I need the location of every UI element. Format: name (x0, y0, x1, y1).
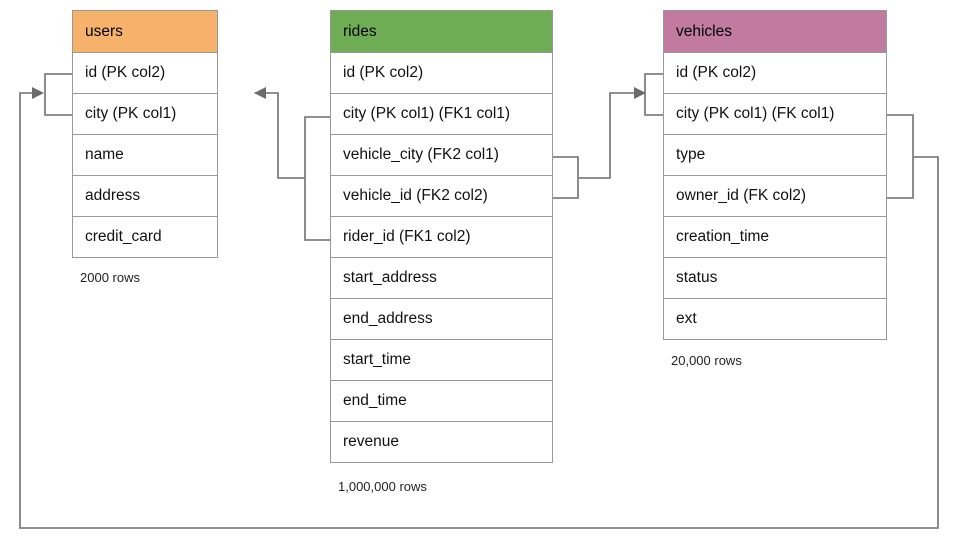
table-users-name: users (85, 22, 123, 40)
column-rides-end-time[interactable]: end_time (330, 381, 553, 422)
table-users-row-count: 2000 rows (80, 270, 140, 285)
column-label: rider_id (FK1 col2) (343, 228, 471, 245)
column-label: id (PK col2) (85, 64, 166, 81)
column-label: address (85, 187, 141, 204)
table-users[interactable]: users id (PK col2) city (PK col1) name a… (72, 10, 218, 258)
column-rides-id[interactable]: id (PK col2) (330, 53, 553, 94)
column-label: status (676, 269, 718, 286)
column-label: end_time (343, 392, 407, 409)
column-vehicles-ext[interactable]: ext (663, 299, 887, 340)
column-vehicles-type[interactable]: type (663, 135, 887, 176)
column-label: start_address (343, 269, 437, 286)
column-label: end_address (343, 310, 433, 327)
connector-rides-fk1-bracket (304, 116, 330, 241)
table-rides-row-count: 1,000,000 rows (338, 479, 427, 494)
connector-users-bracket (44, 73, 72, 116)
table-vehicles-header: vehicles (663, 10, 887, 53)
connector-rides-fk1-to-users (255, 92, 305, 179)
column-rides-city[interactable]: city (PK col1) (FK1 col1) (330, 94, 553, 135)
column-vehicles-status[interactable]: status (663, 258, 887, 299)
arrow-into-users-from-vehicles (32, 87, 44, 99)
column-label: credit_card (85, 228, 162, 245)
column-rides-rider-id[interactable]: rider_id (FK1 col2) (330, 217, 553, 258)
column-vehicles-owner-id[interactable]: owner_id (FK col2) (663, 176, 887, 217)
table-users-header: users (72, 10, 218, 53)
column-rides-start-address[interactable]: start_address (330, 258, 553, 299)
column-rides-vehicle-city[interactable]: vehicle_city (FK2 col1) (330, 135, 553, 176)
column-label: start_time (343, 351, 412, 368)
column-label: id (PK col2) (343, 64, 424, 81)
column-users-id[interactable]: id (PK col2) (72, 53, 218, 94)
column-users-name[interactable]: name (72, 135, 218, 176)
table-rides[interactable]: rides id (PK col2) city (PK col1) (FK1 c… (330, 10, 553, 463)
column-rides-start-time[interactable]: start_time (330, 340, 553, 381)
column-rides-end-address[interactable]: end_address (330, 299, 553, 340)
arrow-into-users-from-rides (254, 87, 266, 99)
column-label: owner_id (FK col2) (676, 187, 807, 204)
arrow-into-vehicles-from-rides (634, 87, 646, 99)
column-vehicles-creation-time[interactable]: creation_time (663, 217, 887, 258)
table-rides-header: rides (330, 10, 553, 53)
column-vehicles-id[interactable]: id (PK col2) (663, 53, 887, 94)
column-label: city (PK col1) (FK1 col1) (343, 105, 511, 122)
column-users-credit-card[interactable]: credit_card (72, 217, 218, 258)
column-label: revenue (343, 433, 400, 450)
column-label: type (676, 146, 706, 163)
table-vehicles[interactable]: vehicles id (PK col2) city (PK col1) (FK… (663, 10, 887, 340)
column-label: creation_time (676, 228, 770, 245)
column-label: id (PK col2) (676, 64, 757, 81)
table-rides-name: rides (343, 22, 377, 40)
column-label: city (PK col1) (85, 105, 177, 122)
column-users-address[interactable]: address (72, 176, 218, 217)
column-rides-revenue[interactable]: revenue (330, 422, 553, 463)
table-vehicles-row-count: 20,000 rows (671, 353, 742, 368)
connector-rides-fk2-to-vehicles (578, 92, 640, 179)
column-label: ext (676, 310, 697, 327)
column-label: vehicle_city (FK2 col1) (343, 146, 499, 163)
column-users-city[interactable]: city (PK col1) (72, 94, 218, 135)
connector-vehicles-bracket (644, 73, 663, 116)
column-label: name (85, 146, 124, 163)
connector-vehicles-fk-bracket (887, 114, 914, 199)
table-vehicles-name: vehicles (676, 22, 732, 40)
column-rides-vehicle-id[interactable]: vehicle_id (FK2 col2) (330, 176, 553, 217)
column-vehicles-city[interactable]: city (PK col1) (FK col1) (663, 94, 887, 135)
connector-rides-fk2-bracket (553, 156, 579, 199)
column-label: vehicle_id (FK2 col2) (343, 187, 488, 204)
column-label: city (PK col1) (FK col1) (676, 105, 835, 122)
